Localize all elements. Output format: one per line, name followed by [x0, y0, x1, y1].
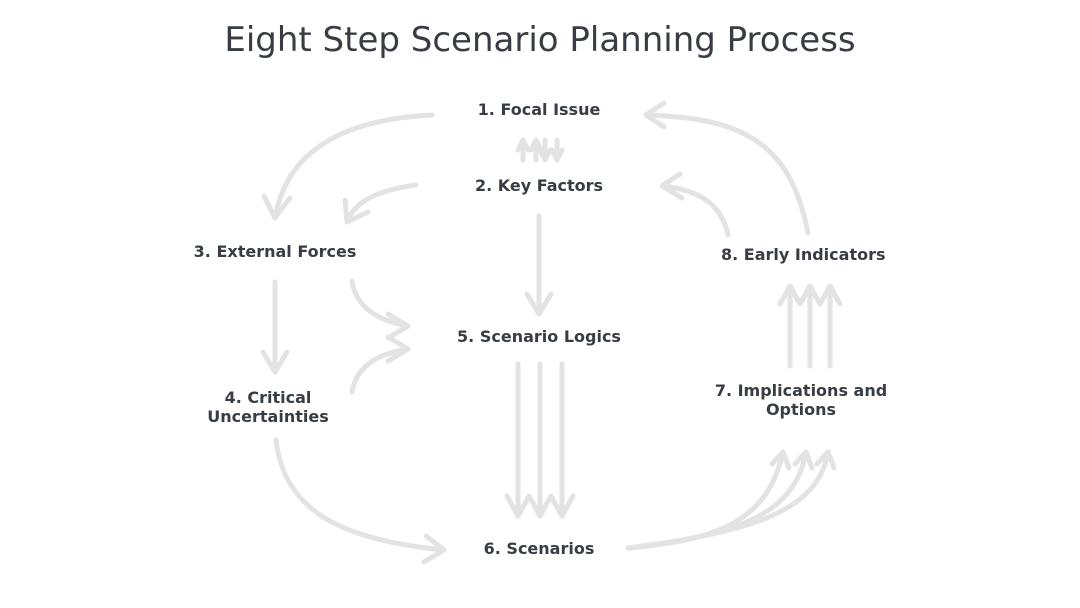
- arrowhead-focal-key-down-2: [549, 147, 565, 163]
- step-external-forces: 3. External Forces: [193, 242, 357, 261]
- step-implications-options-line-2: Options: [765, 400, 837, 419]
- arrow-scenarios-to-implications-3: [625, 449, 831, 551]
- step-critical-uncertainties-line-2: Uncertainties: [207, 407, 329, 426]
- arrowhead-external-to-critical: [260, 349, 290, 375]
- arrowhead-focal-key-down-1: [537, 147, 553, 163]
- arrowhead-scenarios-to-implications-3: [814, 449, 837, 471]
- arrowhead-scenarios-to-implications-2: [792, 449, 815, 471]
- arrowhead-scenarios-to-implications-1: [769, 449, 792, 471]
- arrowhead-critical-to-logics: [385, 334, 411, 364]
- step-key-factors: 2. Key Factors: [474, 176, 604, 195]
- step-focal-issue: 1. Focal Issue: [477, 100, 601, 119]
- step-implications-options-line-1: 7. Implications and: [714, 381, 888, 400]
- step-implications-options: 7. Implications and Options: [711, 381, 891, 419]
- arrowhead-logics-to-scenarios-3: [548, 493, 576, 519]
- arrow-indicators-to-focal: [643, 112, 811, 236]
- arrow-focal-to-external: [272, 112, 435, 221]
- arrowhead-logics-to-scenarios-1: [504, 493, 532, 519]
- arrowhead-implications-to-indicators-3: [817, 283, 843, 307]
- step-early-indicators: 8. Early Indicators: [721, 245, 886, 264]
- arrow-external-to-logics: [349, 278, 411, 329]
- arrow-critical-to-logics: [349, 346, 411, 395]
- arrow-critical-to-scenarios: [273, 437, 447, 553]
- arrowhead-external-to-logics: [385, 311, 411, 341]
- arrowhead-key-to-external: [342, 197, 371, 225]
- arrowhead-focal-to-external: [261, 193, 293, 221]
- step-scenario-logics: 5. Scenario Logics: [457, 327, 621, 346]
- step-critical-uncertainties-line-1: 4. Critical: [224, 388, 312, 407]
- diagram-title: Eight Step Scenario Planning Process: [224, 20, 856, 60]
- arrowhead-indicators-to-key: [659, 171, 685, 201]
- arrowhead-indicators-to-focal: [643, 100, 667, 130]
- arrowhead-focal-key-up-1: [515, 137, 531, 153]
- arrowhead-key-to-logics: [524, 291, 554, 317]
- arrowhead-implications-to-indicators-2: [797, 283, 823, 307]
- arrowhead-critical-to-scenarios: [421, 533, 447, 565]
- arrowhead-logics-to-scenarios-2: [526, 493, 554, 519]
- arrow-indicators-to-key: [659, 183, 731, 238]
- arrowhead-focal-key-up-2: [528, 137, 544, 153]
- arrow-key-to-external: [344, 182, 419, 225]
- step-scenarios: 6. Scenarios: [483, 539, 595, 558]
- arrowhead-implications-to-indicators-1: [777, 283, 803, 307]
- step-critical-uncertainties: 4. Critical Uncertainties: [198, 388, 338, 426]
